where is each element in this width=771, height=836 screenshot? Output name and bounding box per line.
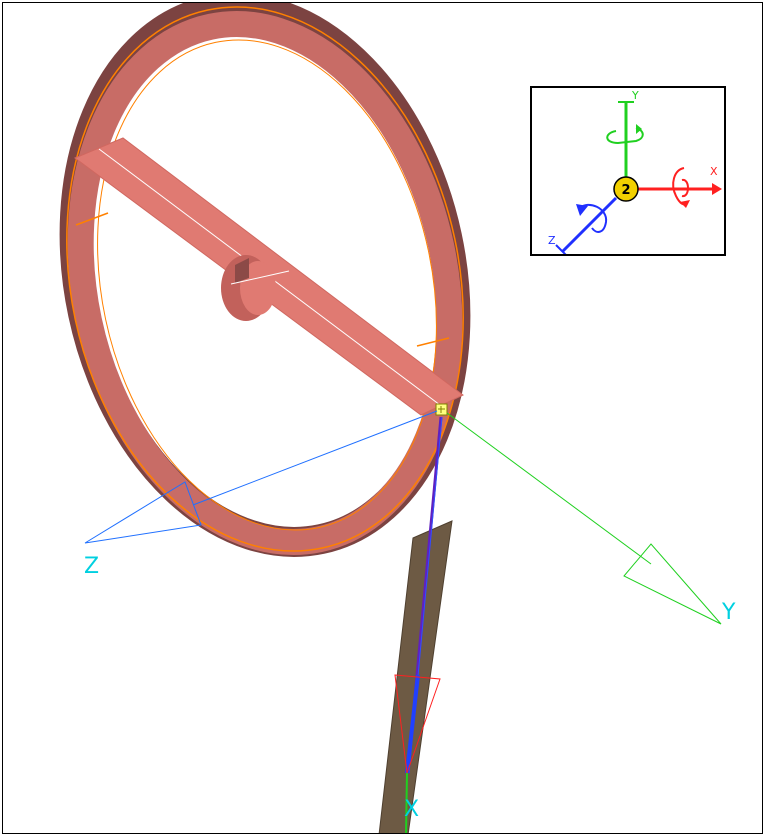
hub[interactable] bbox=[221, 255, 290, 321]
x-axis-label: X bbox=[404, 797, 419, 822]
triad-center-badge[interactable] bbox=[613, 176, 639, 202]
triad-y-label: Y bbox=[631, 89, 639, 102]
triad-graphic[interactable]: Y X Z 2 bbox=[532, 88, 724, 258]
z-axis-label: Z bbox=[84, 554, 99, 579]
triad-z-axis bbox=[560, 196, 618, 254]
ring-seam-right bbox=[416, 337, 450, 347]
ring-outer-edge bbox=[66, 6, 464, 552]
y-axis bbox=[446, 412, 722, 625]
origin-marker-cross bbox=[438, 406, 445, 413]
z-axis bbox=[84, 410, 438, 544]
triad-badge-label: 2 bbox=[621, 183, 630, 198]
ring-seam-left bbox=[75, 212, 109, 226]
orientation-triad[interactable]: Y X Z 2 bbox=[530, 86, 726, 258]
x-axis bbox=[394, 416, 443, 833]
triad-x-rotation-icon bbox=[672, 167, 688, 206]
ring-inner-edge bbox=[97, 39, 437, 531]
model-scene[interactable]: Z Y X bbox=[3, 3, 763, 834]
triad-z-rotation-icon bbox=[579, 203, 608, 233]
ring-band[interactable] bbox=[34, 3, 495, 577]
triad-y-rotation-icon bbox=[606, 127, 644, 145]
triad-z-label: Z bbox=[548, 234, 556, 247]
triad-x-label: X bbox=[710, 165, 718, 178]
y-axis-label: Y bbox=[721, 600, 736, 625]
